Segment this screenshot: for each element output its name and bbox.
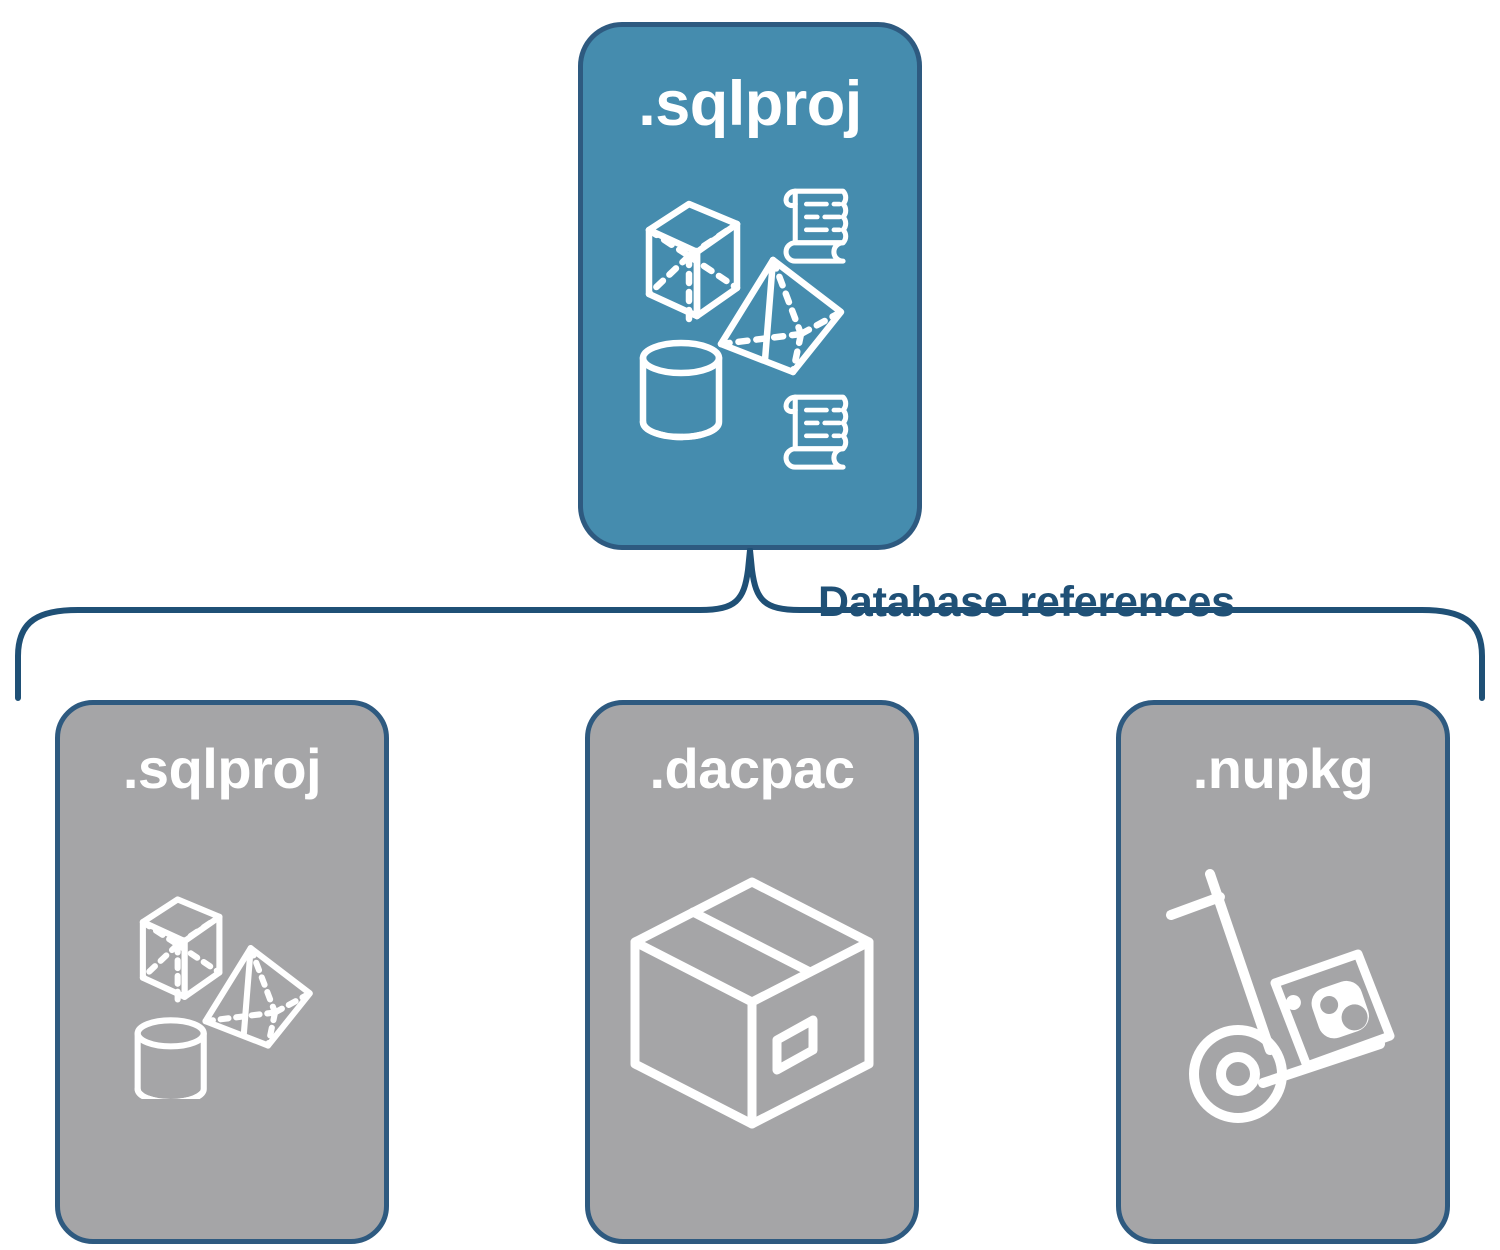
database-references-bracket bbox=[15, 548, 1485, 701]
reference-card-artwork bbox=[60, 739, 384, 1239]
cylinder-icon bbox=[134, 1017, 207, 1099]
connector-label: Database references bbox=[818, 578, 1235, 626]
pyramid-icon bbox=[202, 945, 313, 1049]
schema-objects-illustration bbox=[639, 188, 849, 470]
schema-objects-illustration bbox=[134, 896, 313, 1099]
root-card-artwork bbox=[583, 118, 917, 545]
reference-card-artwork bbox=[590, 767, 914, 1239]
root-card-title: .sqlproj bbox=[638, 69, 862, 139]
scroll-icon bbox=[783, 394, 849, 470]
reference-card-artwork bbox=[1121, 767, 1445, 1239]
reference-card-title: .sqlproj bbox=[122, 737, 322, 800]
nuget-package-icon bbox=[1270, 949, 1395, 1071]
reference-card-nupkg[interactable]: .nupkg bbox=[1116, 700, 1450, 1244]
root-sqlproj-card[interactable]: .sqlproj bbox=[578, 22, 922, 550]
reference-card-title: .dacpac bbox=[649, 737, 855, 800]
hand-truck-with-package-illustration bbox=[1166, 869, 1395, 1123]
scroll-icon bbox=[783, 188, 849, 264]
reference-card-title: .nupkg bbox=[1192, 737, 1374, 800]
reference-card-dacpac[interactable]: .dacpac bbox=[585, 700, 919, 1244]
cylinder-icon bbox=[639, 339, 723, 440]
reference-card-sqlproj[interactable]: .sqlproj bbox=[55, 700, 389, 1244]
cube-icon bbox=[645, 200, 741, 325]
pyramid-icon bbox=[717, 256, 845, 375]
package-box-icon bbox=[630, 877, 874, 1129]
cube-icon bbox=[139, 896, 223, 1006]
